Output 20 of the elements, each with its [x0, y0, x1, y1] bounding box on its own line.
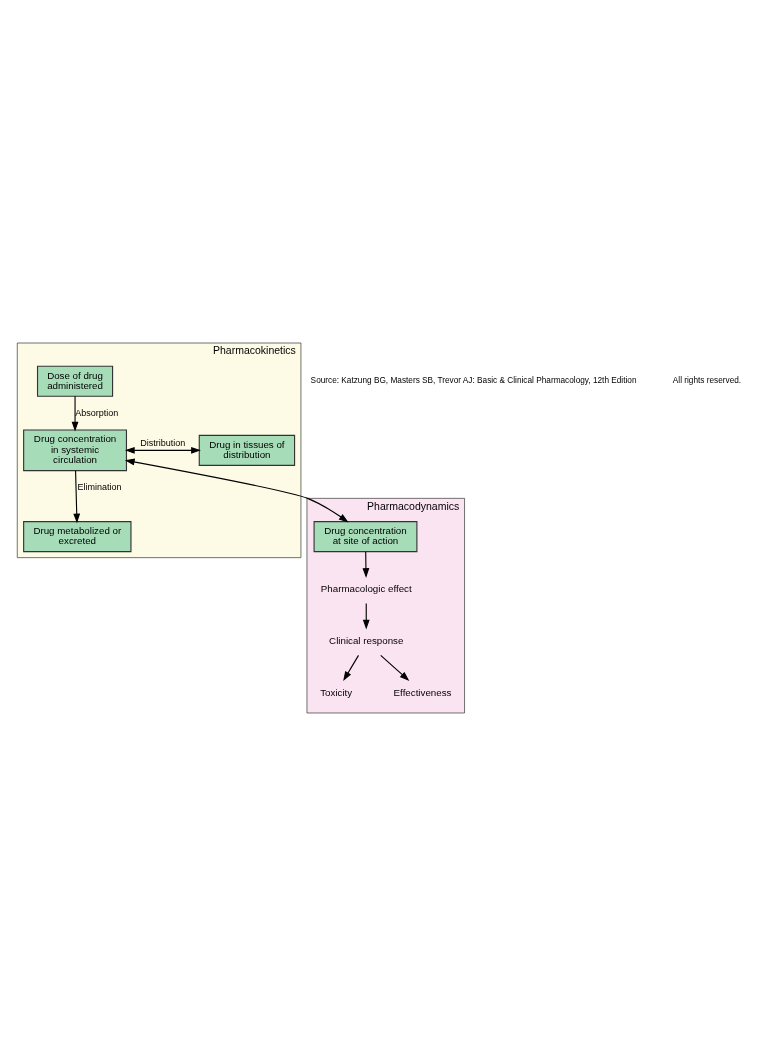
label: Source: Katzung BG, Masters SB, Trevor AJ: Basic & Clinical Pharmacology, 12th Edition — [310, 376, 637, 386]
edge-label: Distribution — [140, 437, 186, 448]
node-box: Drug concentration at site of action — [313, 521, 418, 553]
arrow — [343, 654, 360, 682]
node-box: Drug metabolized or excreted — [23, 521, 132, 553]
node-box: Drug in tissues of distribution — [198, 434, 296, 466]
label: All rights reserved. — [672, 376, 742, 386]
node-text: Pharmacologic effect — [320, 583, 412, 595]
arrow — [380, 654, 410, 681]
arrow — [124, 446, 201, 454]
node-box: Dose of drug administered — [36, 365, 114, 397]
arrow — [124, 458, 349, 523]
node-text: Toxicity — [320, 687, 353, 699]
node-text: Effectiveness — [393, 687, 452, 699]
node-text: Clinical response — [329, 635, 404, 647]
arrow — [73, 470, 81, 524]
node-box: Drug concentration in systemic circulation — [23, 429, 128, 472]
arrow — [71, 395, 79, 432]
edge-label: Elimination — [77, 481, 122, 492]
arrow — [362, 551, 370, 578]
